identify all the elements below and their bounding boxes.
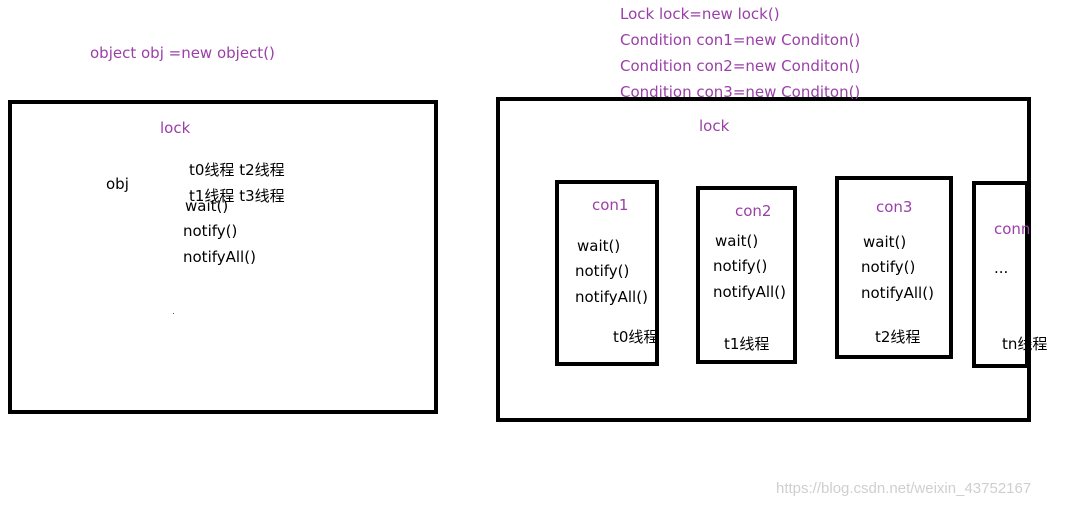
con2-method-notify: notify() (713, 257, 768, 275)
con1-declaration: Condition con1=new Conditon() (620, 31, 861, 49)
obj-declaration: object obj =new object() (90, 44, 275, 62)
con3-declaration: Condition con3=new Conditon() (620, 83, 861, 101)
watermark: https://blog.csdn.net/weixin_43752167 (776, 480, 1032, 497)
conn-title: conn (994, 220, 1031, 238)
con3-method-notify: notify() (861, 258, 916, 276)
con1-method-notifyall: notifyAll() (575, 288, 648, 306)
right-box-title: lock (699, 117, 730, 135)
left-method-notifyall: notifyAll() (183, 248, 256, 266)
con3-method-wait: wait() (863, 233, 907, 251)
condition-box-con2 (696, 186, 797, 364)
con1-title: con1 (592, 196, 629, 214)
condition-box-conn (972, 181, 1029, 368)
condition-box-con1 (555, 180, 659, 366)
con2-method-notifyall: notifyAll() (713, 283, 786, 301)
left-method-notify: notify() (183, 222, 238, 240)
con2-title: con2 (735, 202, 772, 220)
lock-box (496, 97, 1031, 422)
obj-lock-box (8, 100, 438, 414)
con1-method-wait: wait() (577, 237, 621, 255)
left-method-wait: wait() (185, 197, 229, 215)
lock-declaration: Lock lock=new lock() (620, 5, 780, 23)
con3-title: con3 (876, 198, 913, 216)
condition-box-con3 (835, 176, 953, 359)
con2-thread: t1线程 (724, 335, 770, 353)
obj-label: obj (106, 175, 129, 193)
threads-row-2: t1线程 t3线程 (189, 187, 285, 205)
con2-method-wait: wait() (715, 232, 759, 250)
con1-method-notify: notify() (575, 262, 630, 280)
con3-method-notifyall: notifyAll() (861, 284, 934, 302)
conn-ellipsis: ... (994, 259, 1009, 277)
con1-thread: t0线程 (613, 328, 659, 346)
con2-declaration: Condition con2=new Conditon() (620, 57, 861, 75)
conn-thread: tn线程 (1002, 335, 1048, 353)
left-box-title: lock (160, 119, 191, 137)
con3-thread: t2线程 (875, 328, 921, 346)
stray-dot (173, 313, 174, 314)
threads-row-1: t0线程 t2线程 (189, 161, 285, 179)
